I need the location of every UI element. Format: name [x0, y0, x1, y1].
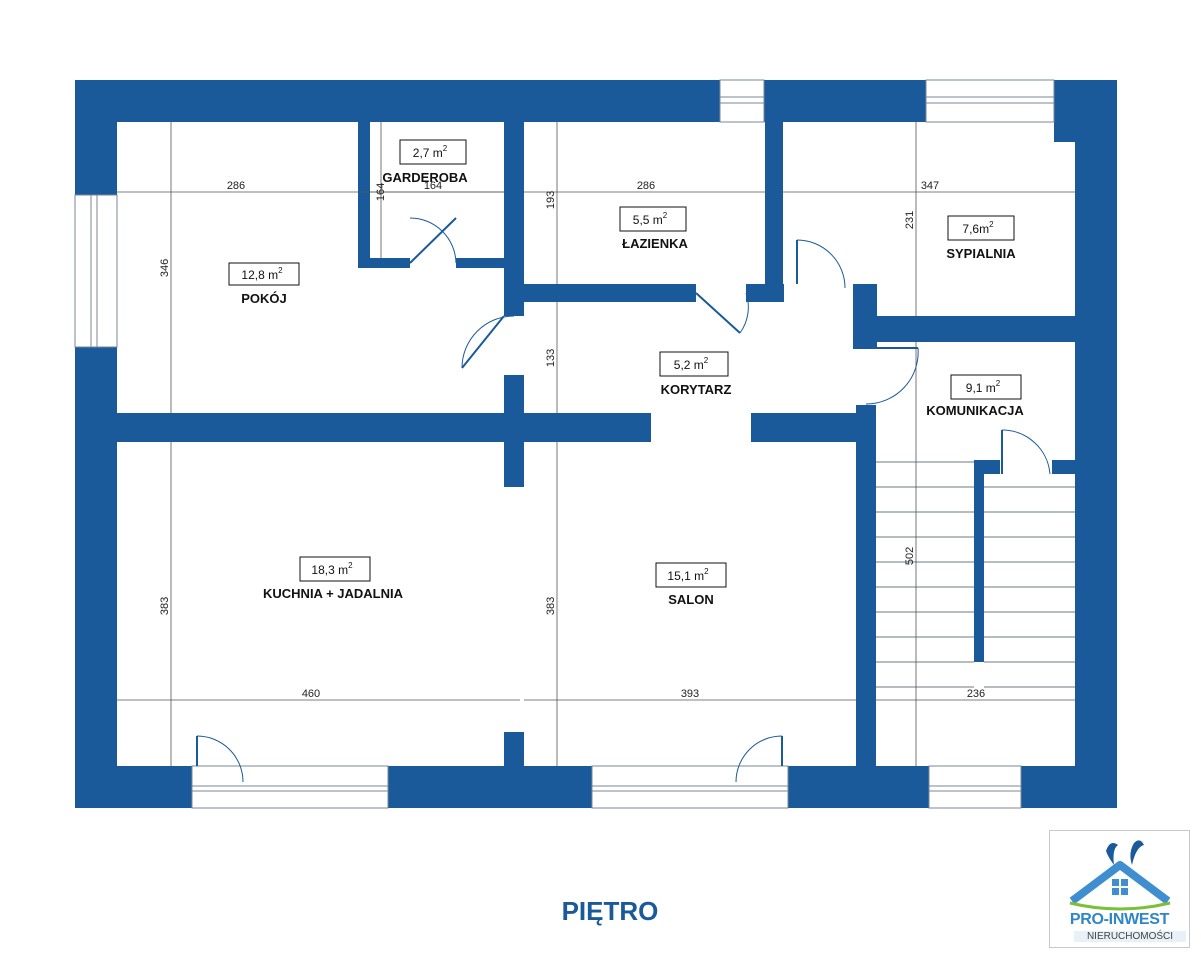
name-komunikacja: KOMUNIKACJA — [926, 403, 1024, 418]
area-korytarz: 5,2 m — [674, 358, 704, 372]
dim-garderoba-width: 164 — [424, 180, 442, 192]
room-labels: 12,8 m2 POKÓJ 2,7 m2 GARDEROBA 5,5 m2 ŁA… — [228, 139, 1024, 607]
room-lazienka: 5,5 m2 ŁAZIENKA — [619, 206, 688, 251]
name-salon: SALON — [668, 592, 714, 607]
area-sypialnia: 7,6m — [962, 222, 989, 236]
windows — [74, 79, 1055, 809]
area-garderoba: 2,7 m — [413, 146, 443, 160]
room-salon: 15,1 m2 SALON — [655, 562, 727, 607]
area-kuchnia: 18,3 m — [311, 563, 348, 577]
dim-kuchnia-width: 460 — [302, 688, 320, 700]
name-pokoj: POKÓJ — [241, 291, 287, 306]
room-korytarz: 5,2 m2 KORYTARZ — [659, 351, 732, 397]
dim-sypialnia-height: 231 — [904, 211, 916, 229]
house-birds-icon — [1069, 840, 1171, 911]
dim-salon-height: 383 — [545, 597, 557, 615]
svg-text:5,2 m2: 5,2 m2 — [674, 356, 709, 372]
logo-name: PRO-INWEST — [1069, 911, 1170, 928]
room-garderoba: 2,7 m2 GARDEROBA — [382, 139, 468, 185]
area-lazienka: 5,5 m — [633, 213, 663, 227]
dim-lazienka-width: 286 — [637, 180, 655, 192]
dim-garderoba-height: 164 — [375, 183, 387, 201]
dim-sypialnia-width: 347 — [921, 180, 939, 192]
area-pokoj: 12,8 m — [241, 268, 278, 282]
room-kuchnia: 18,3 m2 KUCHNIA + JADALNIA — [263, 556, 404, 601]
dim-salon-width: 393 — [681, 688, 699, 700]
doors — [196, 217, 1051, 783]
dim-komunikacja-height: 502 — [904, 547, 916, 565]
dim-kuchnia-height: 383 — [159, 597, 171, 615]
svg-text:18,3 m2: 18,3 m2 — [311, 561, 353, 577]
dim-pokoj-height: 346 — [159, 259, 171, 277]
dim-pokoj-width: 286 — [227, 180, 245, 192]
name-kuchnia: KUCHNIA + JADALNIA — [263, 586, 404, 601]
room-sypialnia: 7,6m2 SYPIALNIA — [946, 215, 1016, 261]
dim-korytarz-height: 133 — [545, 349, 557, 367]
floor-title: PIĘTRO — [561, 896, 659, 926]
room-komunikacja: 9,1 m2 KOMUNIKACJA — [926, 374, 1024, 418]
area-salon: 15,1 m — [667, 569, 704, 583]
svg-text:7,6m2: 7,6m2 — [962, 220, 994, 236]
name-garderoba: GARDEROBA — [382, 170, 468, 185]
svg-text:5,5 m2: 5,5 m2 — [633, 211, 668, 227]
dim-komunikacja-width: 236 — [967, 688, 985, 700]
svg-text:15,1 m2: 15,1 m2 — [667, 567, 709, 583]
svg-text:2,7 m2: 2,7 m2 — [413, 144, 448, 160]
stairs — [876, 461, 1075, 688]
name-lazienka: ŁAZIENKA — [622, 236, 688, 251]
svg-text:9,1 m2: 9,1 m2 — [966, 379, 1001, 395]
company-logo: PRO-INWEST NIERUCHOMOŚCI — [1049, 830, 1190, 948]
dimension-labels: 286 164 164 286 347 346 193 231 133 383 … — [159, 180, 985, 700]
room-pokoj: 12,8 m2 POKÓJ — [228, 262, 300, 306]
dimension-lines — [117, 122, 1075, 766]
svg-text:12,8 m2: 12,8 m2 — [241, 266, 283, 282]
logo-subtitle: NIERUCHOMOŚCI — [1074, 931, 1186, 942]
area-komunikacja: 9,1 m — [966, 381, 996, 395]
dim-lazienka-height: 193 — [545, 191, 557, 209]
name-sypialnia: SYPIALNIA — [946, 246, 1016, 261]
name-korytarz: KORYTARZ — [661, 382, 732, 397]
